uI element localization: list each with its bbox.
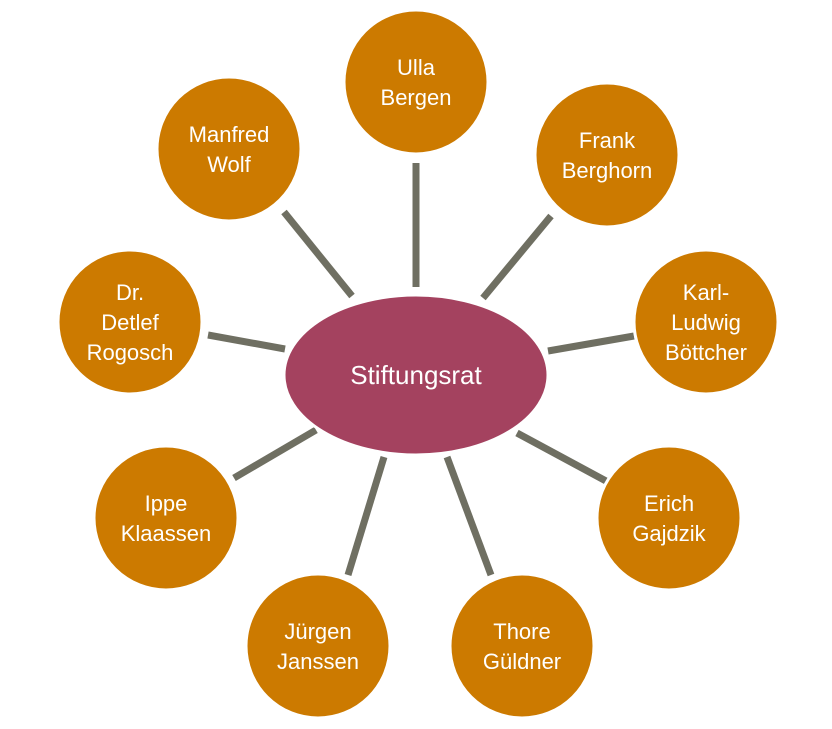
member-name-line: Böttcher xyxy=(665,340,747,365)
member-name-line: Rogosch xyxy=(87,340,174,365)
member-name-line: Gajdzik xyxy=(632,521,706,546)
center-ellipse xyxy=(282,293,550,457)
member-name-line: Ippe xyxy=(145,491,188,516)
member-name-line: Wolf xyxy=(207,152,251,177)
member-name-line: Erich xyxy=(644,491,694,516)
connector-line xyxy=(515,429,608,485)
member-name-line: Jürgen xyxy=(284,619,351,644)
member-circle xyxy=(595,444,743,592)
member-circle xyxy=(533,81,681,229)
connector-line xyxy=(547,332,635,355)
member-circle xyxy=(244,572,392,720)
member-name-line: Detlef xyxy=(101,310,159,335)
center-node: Stiftungsrat xyxy=(282,293,550,457)
member-name-line: Manfred xyxy=(189,122,270,147)
connector-line xyxy=(207,331,286,353)
member-name-line: Frank xyxy=(579,128,636,153)
member-name-line: Dr. xyxy=(116,280,144,305)
member-name-line: Berghorn xyxy=(562,158,653,183)
connector-line xyxy=(480,213,554,301)
member-circle xyxy=(632,248,780,396)
center-label: Stiftungsrat xyxy=(350,360,482,390)
member-name-line: Ludwig xyxy=(671,310,741,335)
connectors xyxy=(207,163,635,577)
member-name-line: Thore xyxy=(493,619,550,644)
member-name-line: Karl- xyxy=(683,280,729,305)
member-name-line: Güldner xyxy=(483,649,561,674)
member-circle xyxy=(342,8,490,156)
connector-line xyxy=(443,455,495,577)
member-circle xyxy=(155,75,303,223)
connector-line xyxy=(232,426,318,482)
member-circle xyxy=(92,444,240,592)
member-name-line: Ulla xyxy=(397,55,436,80)
member-name-line: Janssen xyxy=(277,649,359,674)
connector-line xyxy=(281,209,355,299)
member-name-line: Bergen xyxy=(381,85,452,110)
member-circle xyxy=(448,572,596,720)
member-name-line: Klaassen xyxy=(121,521,212,546)
connector-line xyxy=(344,455,388,577)
member-circle xyxy=(56,248,204,396)
